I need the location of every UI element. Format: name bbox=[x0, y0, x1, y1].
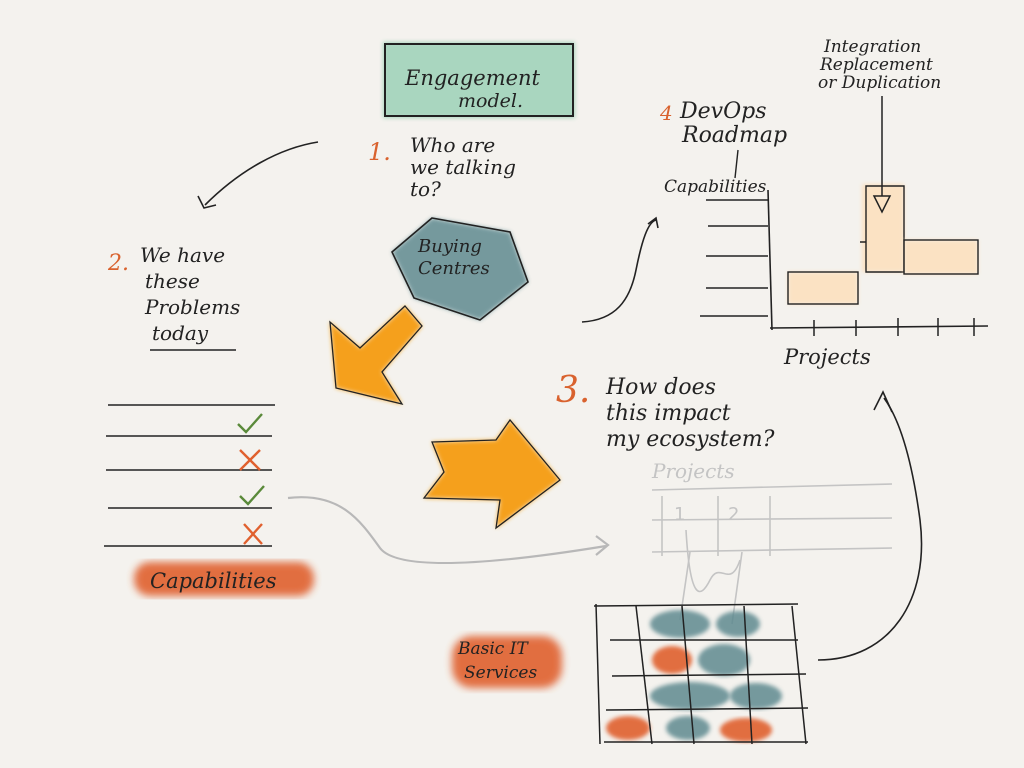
pentagon-outline bbox=[391, 217, 529, 321]
step-4-line2: Roadmap bbox=[681, 123, 787, 148]
step-1-line1: Who are bbox=[410, 133, 495, 157]
faded-col-1: 1 bbox=[674, 504, 685, 525]
annotation-line1: Integration bbox=[823, 37, 921, 57]
mint-fill bbox=[383, 42, 575, 118]
curve-arrow-1-to-2 bbox=[197, 141, 319, 209]
step-3-number: 3. bbox=[556, 370, 590, 411]
roadmap-xlabel: Projects bbox=[783, 345, 871, 369]
orange-arrow-down-left bbox=[329, 305, 423, 406]
step-3-line2: this impact bbox=[606, 401, 731, 426]
curve-arrow-to-roadmap bbox=[581, 216, 659, 323]
basic-it-grid: Basic IT Services bbox=[452, 603, 809, 745]
step-1-line2: we talking bbox=[410, 155, 516, 179]
step-2-line4: today bbox=[152, 321, 209, 345]
arrow-outline-1 bbox=[329, 305, 423, 406]
buying-line1: Buying bbox=[417, 236, 482, 257]
check-icon bbox=[237, 413, 263, 434]
step-2-number: 2. bbox=[107, 251, 129, 276]
teal-fill bbox=[392, 218, 528, 320]
faded-grid-header: Projects bbox=[651, 459, 735, 483]
step-2-line1: We have bbox=[140, 243, 225, 267]
basic-it-line2: Services bbox=[464, 663, 537, 683]
engagement-model-box: Engagement model. bbox=[383, 42, 575, 118]
annotation-line3: or Duplication bbox=[818, 73, 941, 93]
roadmap-bar bbox=[903, 239, 979, 275]
faded-col-2: 2 bbox=[728, 504, 739, 525]
capabilities-label: Capabilities bbox=[150, 569, 277, 593]
step-1-line3: to? bbox=[410, 177, 441, 201]
capabilities-checklist: Capabilities bbox=[104, 404, 314, 596]
annotation-line2: Replacement bbox=[819, 55, 933, 75]
annotation-arrowhead-icon bbox=[872, 195, 892, 214]
arrow-outline-2 bbox=[422, 418, 561, 530]
arrow-fill-1 bbox=[330, 306, 422, 404]
step-2: 2. We have these Problems today bbox=[107, 243, 240, 351]
step-2-line3: Problems bbox=[144, 295, 240, 319]
step-3-line3: my ecosystem? bbox=[606, 427, 775, 452]
roadmap-ylabel: Capabilities bbox=[664, 177, 767, 197]
grey-curve-arrow bbox=[287, 496, 610, 565]
step-4: 4 DevOps Roadmap bbox=[659, 99, 787, 179]
step-1-number: 1. bbox=[368, 138, 391, 166]
basic-it-label-bg bbox=[452, 636, 562, 688]
faded-projects-grid: Projects 1 2 bbox=[651, 459, 893, 625]
arrow-fill-2 bbox=[424, 420, 560, 528]
title-box-border bbox=[384, 43, 574, 117]
capabilities-label-bg bbox=[134, 562, 314, 596]
step-4-line1: DevOps bbox=[679, 99, 767, 124]
check-icon bbox=[239, 485, 265, 506]
step-1: 1. Who are we talking to? bbox=[368, 133, 516, 201]
cross-icon bbox=[239, 449, 261, 471]
roadmap-chart: Capabilities Projects Integration Replac… bbox=[664, 37, 989, 369]
curve-arrow-grid-to-roadmap bbox=[817, 390, 923, 661]
basic-it-line1: Basic IT bbox=[457, 639, 529, 659]
title-line1: Engagement bbox=[404, 66, 541, 90]
buying-line2: Centres bbox=[418, 258, 490, 279]
roadmap-bar bbox=[787, 271, 859, 305]
cross-icon bbox=[243, 523, 263, 545]
step-4-number: 4 bbox=[659, 101, 673, 125]
step-3-line1: How does bbox=[605, 375, 716, 400]
step-3: 3. How does this impact my ecosystem? bbox=[556, 370, 775, 452]
step-2-line2: these bbox=[145, 269, 200, 293]
buying-centres-shape: Buying Centres bbox=[391, 217, 529, 321]
orange-arrow-right bbox=[422, 418, 561, 530]
title-line2: model. bbox=[458, 90, 523, 112]
